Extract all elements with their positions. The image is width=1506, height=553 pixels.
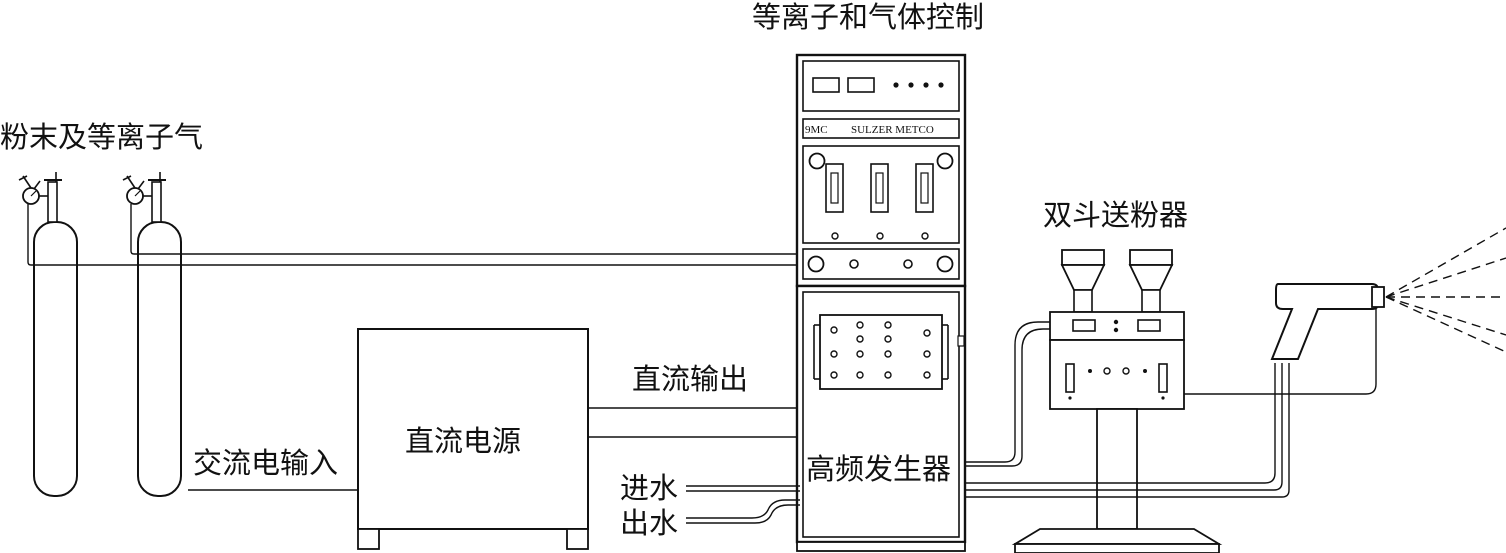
label-water-out: 出水 — [620, 506, 678, 540]
powder-feeder — [1011, 249, 1223, 553]
water-lines — [686, 485, 800, 524]
brand-model: 9MC — [805, 124, 828, 136]
connector-plate-dots — [830, 321, 931, 379]
spray-gun — [1270, 227, 1506, 360]
label-ac-input: 交流电输入 — [193, 446, 338, 480]
label-dc-output: 直流输出 — [632, 362, 748, 396]
control-cabinet — [795, 53, 967, 552]
brand-name: SULZER METCO — [851, 124, 934, 136]
spray-cone — [1385, 227, 1506, 353]
gas-cylinders — [18, 172, 803, 497]
gas-cylinder-2 — [122, 172, 182, 497]
label-hf-generator: 高频发生器 — [806, 452, 951, 486]
label-control: 等离子和气体控制 — [752, 0, 984, 34]
connection-hoses — [965, 307, 1377, 498]
label-dc-supply: 直流电源 — [405, 424, 521, 458]
label-water-in: 进水 — [620, 471, 678, 505]
dc-power-supply — [188, 328, 800, 550]
gas-cylinder-1 — [18, 172, 78, 497]
label-feeder: 双斗送粉器 — [1043, 198, 1188, 232]
label-gas: 粉末及等离子气 — [0, 120, 203, 154]
